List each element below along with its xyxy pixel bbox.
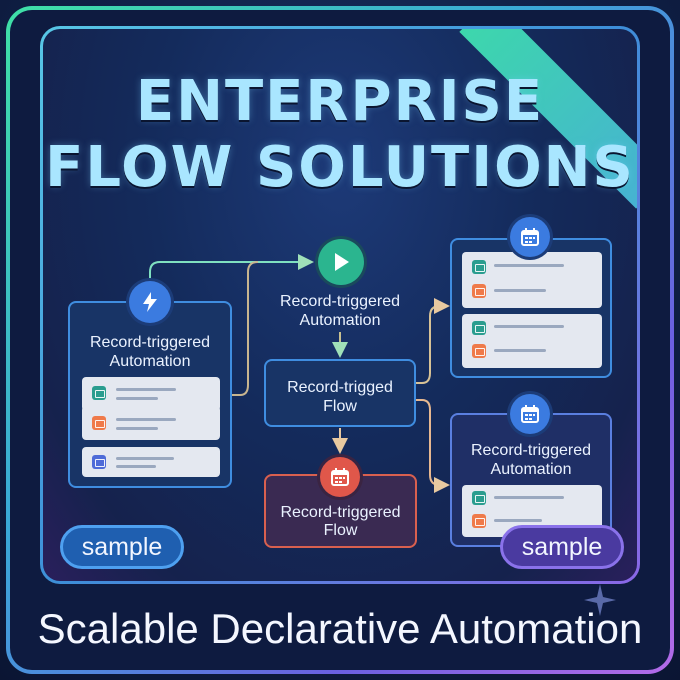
calendar-icon <box>472 514 486 528</box>
middle-flow-card[interactable]: Record-trigged Flow <box>264 359 416 427</box>
list-item[interactable] <box>82 406 220 440</box>
calendar-icon <box>472 260 486 274</box>
calendar-icon <box>92 416 106 430</box>
calendar-icon <box>510 217 550 257</box>
top-node-label-1: Record-triggered <box>279 293 401 310</box>
title-line-2: FLOW SOLUTIONS <box>45 135 635 200</box>
calendar-icon <box>472 284 486 298</box>
play-icon[interactable] <box>318 239 364 285</box>
bottom-card-label-1: Record-triggered <box>280 504 401 521</box>
list-group[interactable] <box>462 252 602 308</box>
connector-middle-to-right-top <box>416 298 450 384</box>
calendar-icon <box>472 321 486 335</box>
middle-card-label-1: Record-trigged <box>287 379 393 396</box>
list-item[interactable] <box>82 447 220 477</box>
title-line-1: ENTERPRISE <box>135 69 545 134</box>
connector-left-to-top <box>230 261 259 396</box>
list-group[interactable] <box>462 314 602 368</box>
left-flow-card[interactable]: Record-triggered Automation <box>68 301 232 488</box>
sample-badge-left: sample <box>60 525 184 569</box>
list-item[interactable] <box>82 377 220 411</box>
connector-top <box>149 254 314 292</box>
top-node-label-2: Automation <box>299 312 381 329</box>
calendar-icon <box>472 344 486 358</box>
right-top-card[interactable] <box>450 238 612 378</box>
document-icon <box>92 455 106 469</box>
calendar-icon <box>472 491 486 505</box>
left-card-label-2: Automation <box>109 353 191 370</box>
left-card-label-1: Record-triggered <box>89 334 211 351</box>
sparkle-icon <box>584 584 616 616</box>
lightning-icon <box>129 281 171 323</box>
middle-card-label-2: Flow <box>323 398 357 415</box>
calendar-icon <box>320 457 360 497</box>
right-card-label-2: Automation <box>490 461 572 478</box>
subtitle: Scalable Declarative Automation <box>37 605 643 652</box>
right-bottom-card[interactable]: Record-triggered Automation <box>450 413 612 547</box>
calendar-icon <box>510 394 550 434</box>
right-card-label-1: Record-triggered <box>470 442 592 459</box>
calendar-icon <box>92 386 106 400</box>
bottom-card-label-2: Flow <box>323 522 358 539</box>
sample-badge-right: sample <box>500 525 624 569</box>
connector-middle-to-right-bottom <box>416 399 450 493</box>
